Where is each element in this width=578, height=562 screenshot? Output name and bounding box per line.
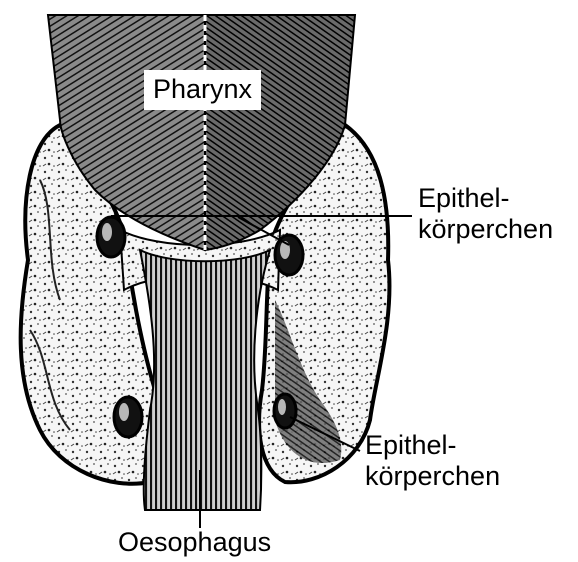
epithel-lower-line2: körperchen [365, 461, 500, 492]
epithel-upper-line2: körperchen [418, 214, 553, 245]
oesophagus-tube [140, 250, 270, 510]
pharynx-label: Pharynx [144, 70, 261, 110]
epithel-upper-line1: Epithel- [418, 183, 553, 214]
epithelkoerperchen-upper-label: Epithel- körperchen [418, 183, 553, 245]
epithelkoerperchen-lower-label: Epithel- körperchen [365, 430, 500, 492]
epithel-lower-line1: Epithel- [365, 430, 500, 461]
oesophagus-label: Oesophagus [118, 527, 271, 558]
